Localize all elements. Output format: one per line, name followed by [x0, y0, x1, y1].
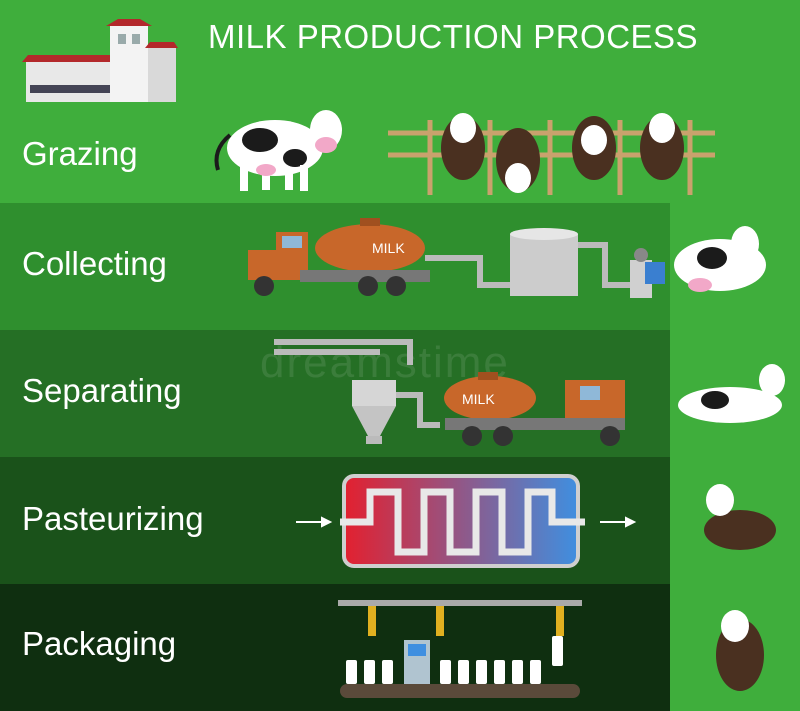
- stage-label-collecting: Collecting: [22, 245, 167, 282]
- pipe-icon: [425, 242, 630, 288]
- arrow-right-icon: [296, 516, 637, 528]
- milk-bottle-icon: [346, 636, 563, 684]
- milk-tank-icon: [510, 228, 578, 296]
- stage-label-pasteurizing: Pasteurizing: [22, 500, 204, 537]
- standing-cow-icon: [716, 610, 764, 691]
- stage-label-grazing: Grazing: [22, 135, 138, 172]
- truck-tank-label: MILK: [462, 391, 495, 407]
- milk-truck-icon: MILK: [444, 372, 625, 446]
- watermark: dreamstime: [260, 338, 510, 387]
- page-title: MILK PRODUCTION PROCESS: [208, 18, 699, 55]
- stage-label-separating: Separating: [22, 372, 182, 409]
- cow-icon: [214, 110, 342, 191]
- sitting-cow-icon: [704, 484, 776, 550]
- lying-cow-icon: [678, 364, 785, 423]
- stage-label-packaging: Packaging: [22, 625, 177, 662]
- truck-tank-label: MILK: [372, 240, 405, 256]
- packaging-line-icon: [338, 600, 582, 698]
- separator-icon: [274, 339, 440, 444]
- milking-machine-icon: [630, 248, 665, 298]
- milking-cow-icon: [674, 226, 766, 292]
- pasteurizer-icon: [340, 474, 585, 568]
- cow-herd-icon: [441, 113, 684, 193]
- milk-truck-icon: MILK: [248, 218, 430, 296]
- farm-building-icon: [22, 19, 178, 102]
